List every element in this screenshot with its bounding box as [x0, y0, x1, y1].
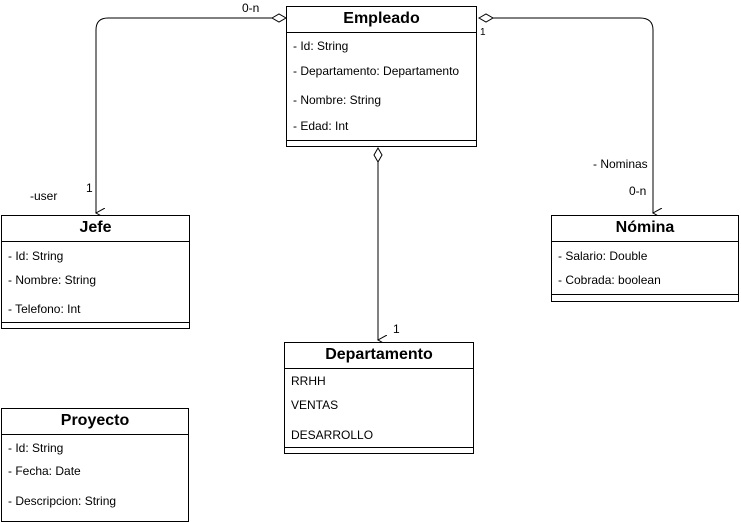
attribute: - Descripcion: String — [8, 494, 117, 508]
enum-value: VENTAS — [291, 398, 339, 412]
class-proyecto[interactable]: Proyecto - Id: String - Fecha: Date - De… — [1, 408, 189, 522]
attribute: - Telefono: Int — [8, 302, 81, 316]
mult-empleado-nomina-source: 1 — [480, 27, 486, 38]
class-nomina[interactable]: Nómina - Salario: Double - Cobrada: bool… — [551, 215, 739, 302]
aggregation-diamond-jefe — [270, 13, 288, 23]
divider — [552, 294, 738, 295]
attribute: - Salario: Double — [558, 249, 648, 263]
class-jefe[interactable]: Jefe - Id: String - Nombre: String - Tel… — [1, 215, 190, 329]
mult-empleado-nomina-target: 0-n — [629, 184, 647, 198]
role-nominas: - Nominas — [593, 157, 648, 171]
attribute: - Edad: Int — [293, 119, 349, 133]
attribute: - Nombre: String — [293, 93, 382, 107]
class-title: Nómina — [552, 216, 738, 242]
class-title: Departamento — [285, 343, 473, 369]
attribute: - Nombre: String — [8, 273, 97, 287]
association-empleado-nomina[interactable] — [493, 17, 653, 213]
mult-empleado-jefe-source: 0-n — [242, 1, 260, 15]
class-title: Empleado — [287, 7, 476, 33]
class-title: Proyecto — [2, 409, 188, 435]
class-title: Jefe — [2, 216, 189, 242]
mult-empleado-departamento-target: 1 — [393, 322, 400, 336]
attribute: - Id: String — [8, 249, 64, 263]
mult-empleado-jefe-target: 1 — [86, 181, 93, 195]
attribute: - Fecha: Date — [8, 464, 81, 478]
attribute: - Cobrada: boolean — [558, 273, 661, 287]
class-departamento[interactable]: Departamento RRHH VENTAS DESARROLLO — [284, 342, 474, 454]
association-empleado-jefe[interactable] — [96, 17, 272, 213]
aggregation-diamond-departamento — [373, 146, 383, 164]
divider — [285, 447, 473, 448]
attribute: - Departamento: Departamento — [293, 64, 460, 78]
class-empleado[interactable]: Empleado - Id: String - Departamento: De… — [286, 6, 477, 147]
enum-value: RRHH — [291, 374, 326, 388]
divider — [287, 140, 476, 141]
aggregation-diamond-nomina — [477, 13, 495, 23]
enum-value: DESARROLLO — [291, 428, 374, 442]
attribute: - Id: String — [8, 441, 64, 455]
attribute: - Id: String — [293, 39, 349, 53]
role-user: -user — [30, 189, 58, 203]
divider — [2, 322, 189, 323]
